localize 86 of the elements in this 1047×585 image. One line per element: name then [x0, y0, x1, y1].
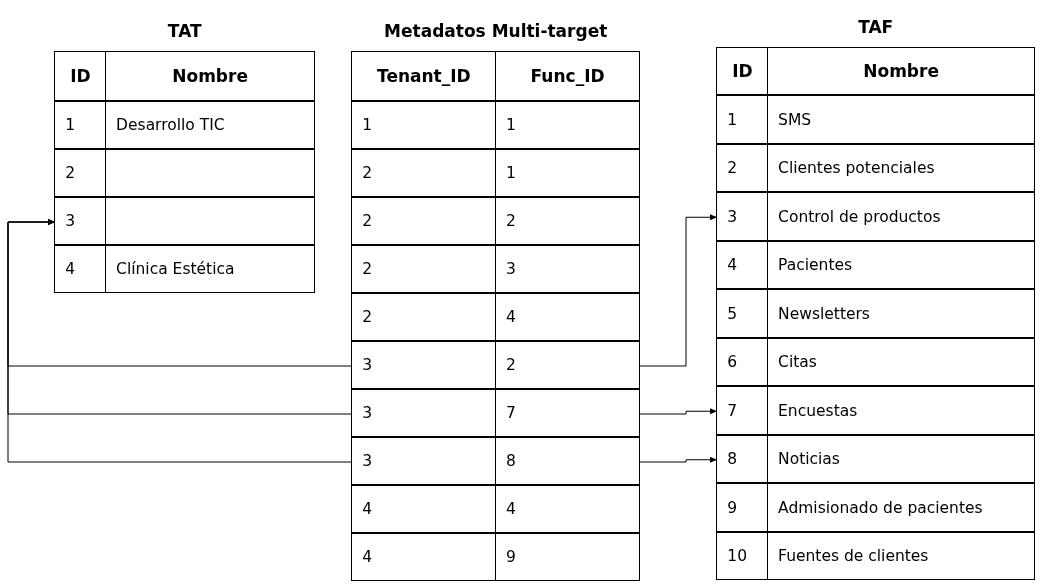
- table-row: [717, 96, 1035, 145]
- table-row: [717, 241, 1035, 290]
- table-row: [352, 52, 640, 102]
- table-cell: 3: [495, 245, 641, 294]
- table-cell: 10: [716, 531, 769, 581]
- table-row: [352, 198, 640, 246]
- table-cell: 1: [495, 101, 641, 150]
- table-cell: 4: [351, 485, 497, 534]
- arrow: [638, 408, 718, 415]
- table-row: [55, 102, 315, 150]
- table-row: [717, 338, 1035, 387]
- table-row: [352, 390, 640, 438]
- table-cell: 5: [716, 289, 769, 338]
- table-row: [717, 484, 1035, 533]
- table-row: [717, 144, 1035, 193]
- table-cell: 2: [351, 293, 497, 342]
- table-cell: Clientes potenciales: [767, 143, 1036, 193]
- table-row: [717, 290, 1035, 339]
- table-cell: Citas: [767, 337, 1036, 387]
- table-cell: 7: [716, 386, 769, 435]
- column-header: ID: [716, 47, 769, 96]
- arrow: [638, 456, 718, 463]
- table-cell: 2: [351, 197, 497, 246]
- table-cell: Desarrollo TIC: [105, 101, 316, 150]
- table-cell: Newsletters: [767, 289, 1036, 338]
- column-header: Nombre: [767, 47, 1036, 96]
- table-cell: 1: [716, 95, 769, 144]
- table-cell: 1: [54, 101, 107, 150]
- table-cell: Pacientes: [767, 240, 1036, 290]
- table-row: [352, 246, 640, 294]
- table-cell: 3: [716, 192, 769, 241]
- table-cell: Admisionado de pacientes: [767, 483, 1036, 532]
- table-cell: 2: [716, 143, 769, 193]
- table-cell: 4: [495, 485, 641, 534]
- arrow: [638, 214, 718, 367]
- table-cell: 7: [495, 389, 641, 438]
- table-cell: Control de productos: [767, 192, 1036, 241]
- table-cell: 4: [495, 293, 641, 342]
- table-cell: 1: [351, 101, 497, 150]
- table-row: [717, 387, 1035, 436]
- table-row: [717, 193, 1035, 242]
- table-cell: 4: [351, 533, 497, 582]
- table-cell: Encuestas: [767, 386, 1036, 435]
- table-cell: 2: [351, 245, 497, 294]
- table-row: [352, 438, 640, 486]
- table-row: [352, 342, 640, 390]
- table-row: [717, 48, 1035, 96]
- table-cell: Clínica Estética: [105, 245, 316, 294]
- table-row: [352, 534, 640, 582]
- table-cell: Fuentes de clientes: [767, 531, 1036, 581]
- table-cell: 1: [495, 149, 641, 198]
- table-title: TAT: [166, 20, 203, 43]
- table-cell: 3: [351, 341, 497, 390]
- table-cell: 2: [351, 149, 497, 198]
- table-row: [55, 198, 315, 246]
- table-cell: 3: [54, 197, 107, 246]
- table-row: [352, 294, 640, 342]
- table-row: [352, 150, 640, 198]
- arrow: [7, 219, 353, 463]
- column-header: Nombre: [105, 51, 316, 102]
- table-row: [55, 246, 315, 294]
- table-row: [717, 532, 1035, 581]
- table-cell: 9: [716, 483, 769, 532]
- table-row: [55, 150, 315, 198]
- table-cell: SMS: [767, 95, 1036, 144]
- column-header: ID: [54, 51, 107, 102]
- table-title: Metadatos Multi-target: [383, 20, 609, 43]
- table-cell: 4: [716, 240, 769, 290]
- table-row: [352, 486, 640, 534]
- table-cell: 3: [351, 389, 497, 438]
- table-cell: 8: [495, 437, 641, 486]
- table-cell: 3: [351, 437, 497, 486]
- table-cell: 2: [54, 149, 107, 198]
- table-row: [717, 435, 1035, 484]
- column-header: Func_ID: [495, 51, 641, 102]
- table-row: [352, 102, 640, 150]
- table-cell: 4: [54, 245, 107, 294]
- table-cell: 2: [495, 341, 641, 390]
- table-cell: 2: [495, 197, 641, 246]
- table-cell: 9: [495, 533, 641, 582]
- table-cell: 6: [716, 337, 769, 387]
- table-row: [55, 52, 315, 102]
- table-cell: 8: [716, 434, 769, 484]
- table-title: TAF: [857, 16, 895, 39]
- column-header: Tenant_ID: [351, 51, 497, 102]
- table-cell: Noticias: [767, 434, 1036, 484]
